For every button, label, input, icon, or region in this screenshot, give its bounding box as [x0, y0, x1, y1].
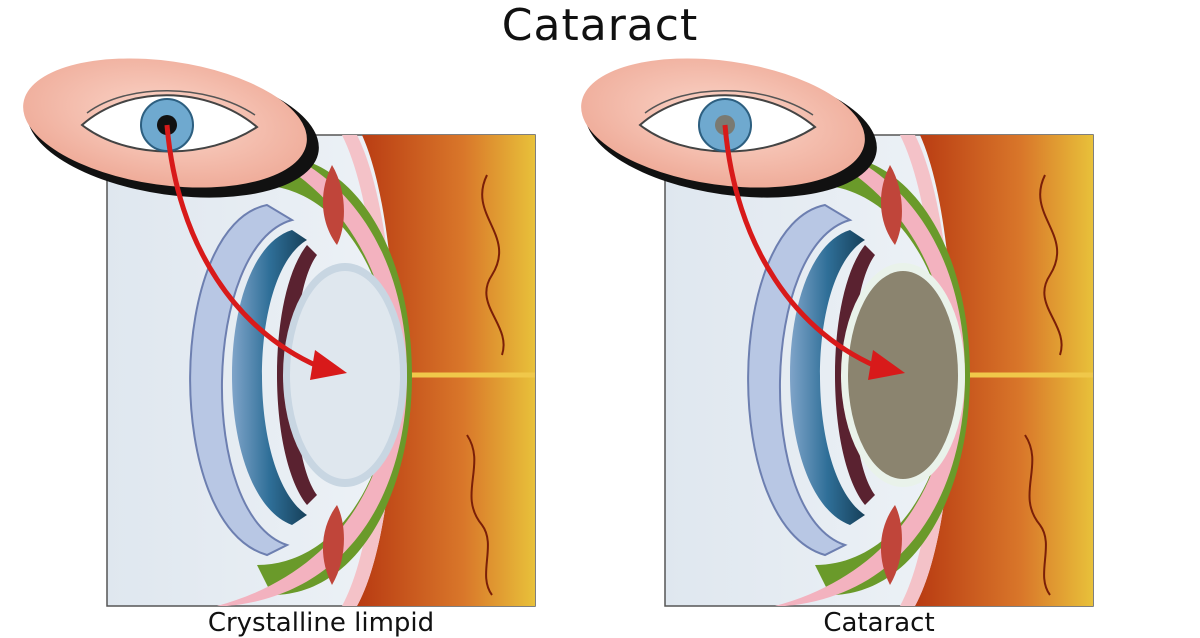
- panel-cataract-eye: [581, 58, 1094, 607]
- panel-normal-eye: [23, 58, 536, 607]
- diagram-title: Cataract: [501, 0, 699, 51]
- cornea: [189, 203, 295, 557]
- cornea: [747, 203, 853, 557]
- lens: [848, 271, 958, 479]
- light-path-arrow: [164, 124, 328, 373]
- lens: [290, 271, 400, 479]
- retina: [357, 135, 535, 606]
- light-path-arrow: [722, 124, 886, 373]
- retina: [915, 135, 1093, 606]
- arrow-head: [310, 350, 347, 380]
- caption-normal: Crystalline limpid: [207, 608, 435, 638]
- arrow-head: [868, 350, 905, 380]
- caption-cataract: Cataract: [823, 608, 935, 638]
